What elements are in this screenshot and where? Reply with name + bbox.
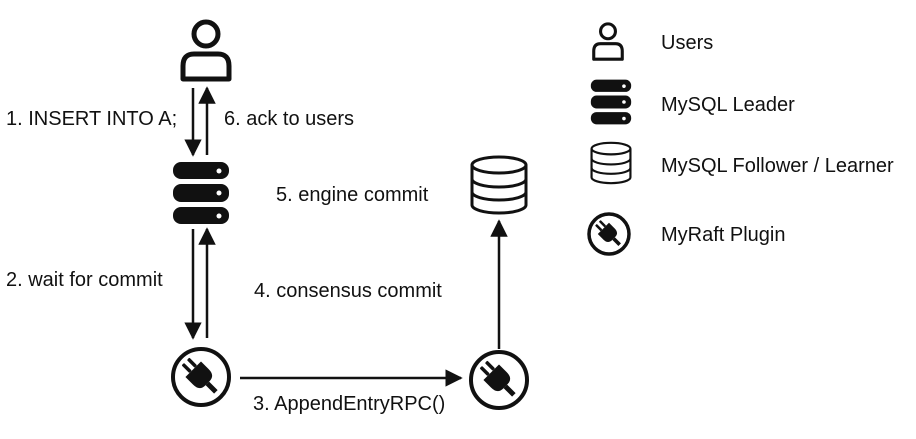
leader-database-icon [173,162,229,224]
step1-label: 1. INSERT INTO A; [6,108,178,130]
follower-plug-icon [469,350,529,410]
step3-label: 3. AppendEntryRPC() [253,393,446,415]
step6-label: 6. ack to users [224,108,355,130]
follower-database-icon [470,155,528,215]
step4-label: 4. consensus commit [254,280,442,302]
step5-label: 5. engine commit [276,184,429,206]
legend-users-label: Users [661,32,714,54]
legend-plug-icon [587,212,631,256]
legend-user-icon [592,22,624,61]
user-icon [183,22,229,79]
legend-plugin-label: MyRaft Plugin [661,224,786,246]
legend-leader-database-icon [590,79,632,125]
leader-plug-icon [171,347,231,407]
legend-leader-label: MySQL Leader [661,94,795,116]
legend-follower-label: MySQL Follower / Learner [661,155,894,177]
legend-follower-database-icon [590,141,632,185]
step2-label: 2. wait for commit [6,269,163,291]
